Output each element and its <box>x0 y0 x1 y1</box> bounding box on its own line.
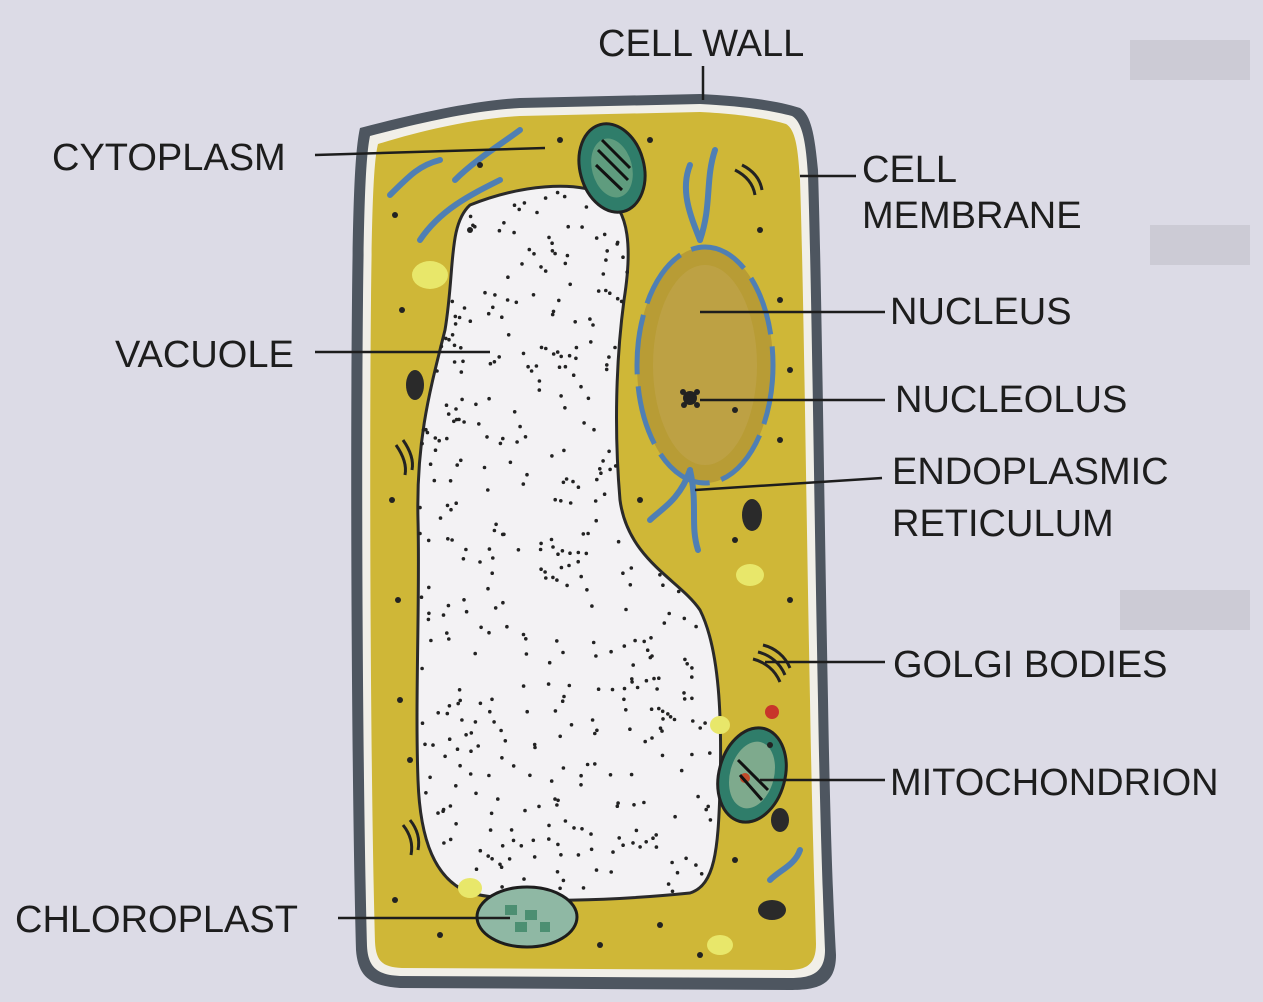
label-mitochondrion: MITOCHONDRION <box>890 762 1219 804</box>
label-cell-wall: CELL WALL <box>598 23 804 65</box>
background-page-texture <box>1120 40 1250 630</box>
label-golgi: GOLGI BODIES <box>893 644 1168 686</box>
label-er-line1: ENDOPLASMIC <box>892 451 1169 493</box>
label-cytoplasm: CYTOPLASM <box>52 137 286 179</box>
label-cell-membrane-line1: CELL <box>862 149 957 191</box>
label-chloroplast: CHLOROPLAST <box>15 899 298 941</box>
label-cell-membrane-line2: MEMBRANE <box>862 195 1082 237</box>
nucleus-inner <box>653 265 757 465</box>
label-nucleolus: NUCLEOLUS <box>895 379 1127 421</box>
red-granule <box>765 705 779 719</box>
label-vacuole: VACUOLE <box>115 334 294 376</box>
label-nucleus: NUCLEUS <box>890 291 1072 333</box>
label-er-line2: RETICULUM <box>892 503 1114 545</box>
